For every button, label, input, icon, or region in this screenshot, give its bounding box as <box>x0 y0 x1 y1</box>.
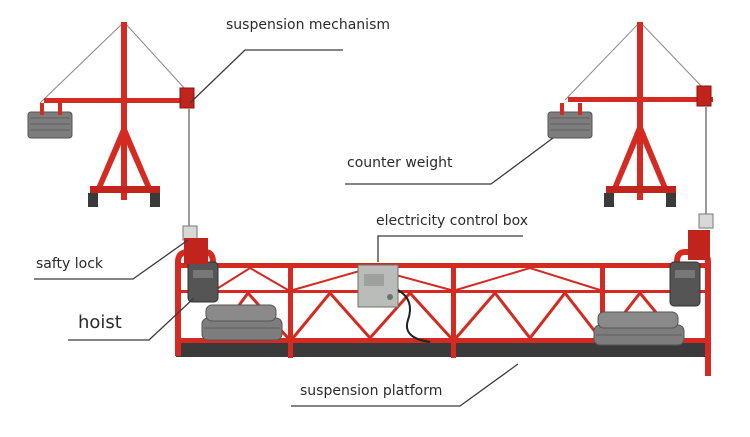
suspension-platform <box>175 230 711 376</box>
leader-counter-weight <box>345 137 554 185</box>
leader-suspension-mechanism <box>189 49 343 104</box>
label-suspension-mechanism: suspension mechanism <box>226 17 391 33</box>
label-safty-lock: safty lock <box>36 256 104 272</box>
right-deck-weights <box>593 311 685 346</box>
right-suspension-mechanism <box>547 21 714 229</box>
leader-electricity-control-box <box>377 235 523 262</box>
right-hoist <box>669 230 710 307</box>
label-suspension-platform: suspension platform <box>300 383 443 399</box>
leader-suspension-platform <box>291 363 519 407</box>
label-electricity-control-box: electricity control box <box>376 213 529 229</box>
left-counter-weight <box>27 103 73 139</box>
left-hoist <box>184 238 219 303</box>
leader-hoist <box>68 297 195 341</box>
left-deck-weights <box>201 304 283 341</box>
left-suspension-mechanism <box>27 21 198 241</box>
right-counter-weight <box>547 103 593 139</box>
leader-safty-lock <box>34 239 189 280</box>
label-counter-weight: counter weight <box>347 155 453 171</box>
leader-lines <box>34 49 554 407</box>
label-hoist: hoist <box>78 312 122 333</box>
electricity-control-box <box>357 264 431 343</box>
